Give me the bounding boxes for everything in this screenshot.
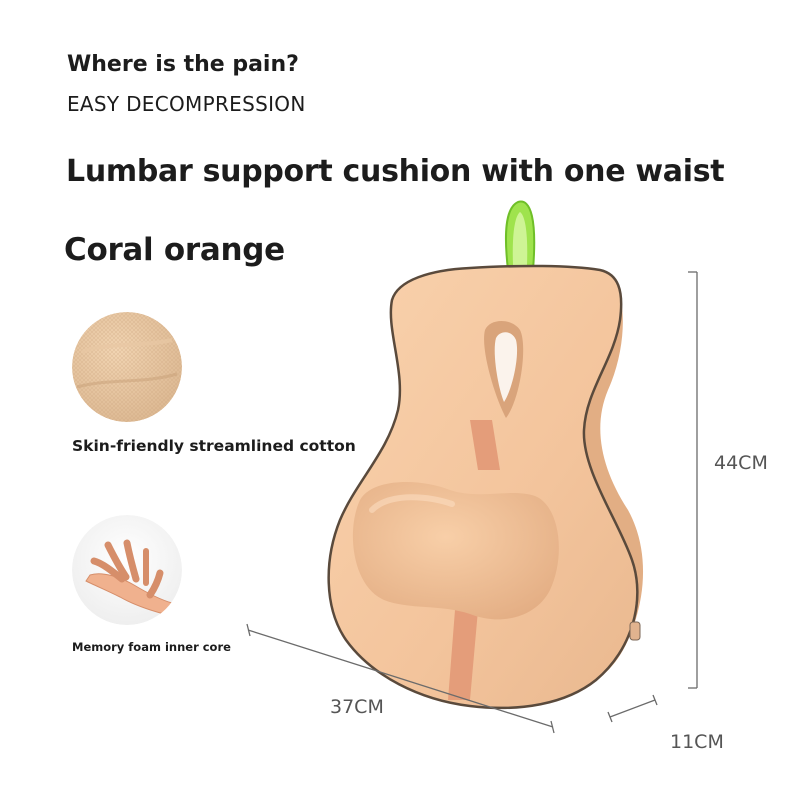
width-dimension-label: 37CM bbox=[330, 696, 384, 718]
cushion-body bbox=[327, 264, 639, 710]
question-heading: Where is the pain? bbox=[67, 52, 299, 77]
color-name: Coral orange bbox=[64, 232, 285, 268]
strap bbox=[470, 420, 500, 470]
height-dimension-label: 44CM bbox=[714, 452, 768, 474]
dimension-lines bbox=[246, 271, 698, 734]
depth-dimension-label: 11CM bbox=[670, 731, 724, 753]
fabric-swatch-image bbox=[72, 312, 182, 422]
feature-label-memory-foam: Memory foam inner core bbox=[72, 640, 231, 654]
memory-foam-hand-image bbox=[72, 515, 182, 625]
subtitle: EASY DECOMPRESSION bbox=[67, 92, 306, 116]
lumbar-pad bbox=[352, 481, 559, 620]
feature-label-cotton: Skin-friendly streamlined cotton bbox=[72, 437, 356, 455]
hand-icon bbox=[85, 539, 173, 616]
handle-loop bbox=[504, 200, 536, 271]
product-headline: Lumbar support cushion with one waist bbox=[66, 154, 725, 189]
